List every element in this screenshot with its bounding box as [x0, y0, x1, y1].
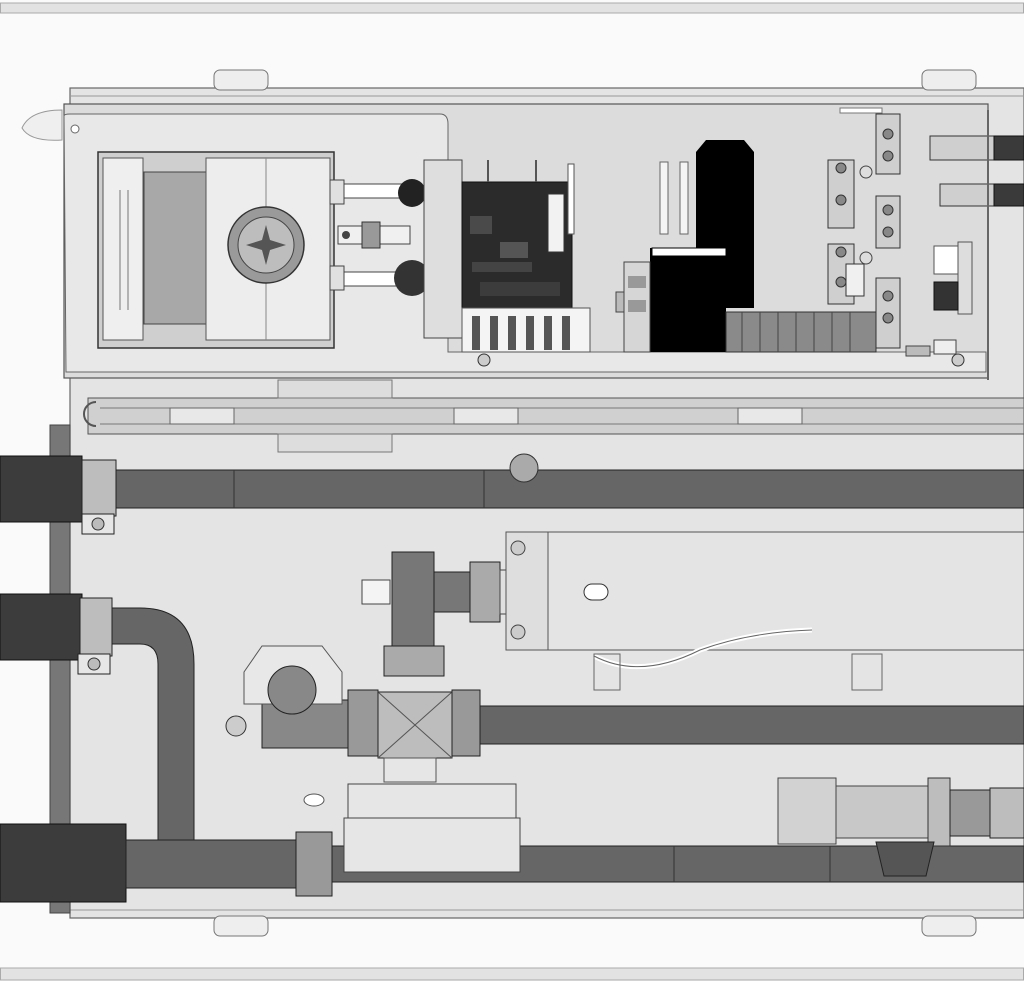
- water-pipe-elbow: [0, 593, 195, 847]
- flow-sensor: [777, 777, 1024, 877]
- relay-block: [615, 261, 651, 353]
- bottom-frame-rail: [0, 967, 1024, 981]
- mixing-valve: [225, 645, 481, 783]
- pipe-insulation-bottom: [0, 823, 127, 903]
- cable-glands: [929, 110, 1024, 380]
- sensor-housing: [505, 531, 1024, 691]
- pipe-insulation-middle: [0, 593, 83, 661]
- display-screen: [143, 171, 207, 325]
- mounting-tab-left: [21, 109, 63, 141]
- pipe-insulation-top: [0, 455, 83, 523]
- water-pipe-middle: [475, 705, 1024, 745]
- display-module: [97, 151, 335, 349]
- left-side-flange: [49, 424, 71, 914]
- mounting-bracket: [423, 159, 463, 339]
- ribbon-connectors: [329, 179, 430, 296]
- pipe-fitting-top: [81, 459, 117, 517]
- valve-actuator-box: [303, 783, 521, 873]
- circuit-board: [461, 160, 591, 353]
- ventilation-slots: [659, 161, 689, 235]
- water-pipe-top: [0, 453, 1024, 535]
- black-transformer: [650, 140, 754, 352]
- rail-profile: [83, 379, 1024, 453]
- electric-cable: [593, 629, 813, 668]
- screw-icons: [477, 339, 965, 367]
- terminal-blocks: [725, 113, 901, 353]
- pipe-coupling: [295, 831, 333, 897]
- mounting-feet: [213, 69, 977, 937]
- top-frame-rail: [0, 2, 1024, 14]
